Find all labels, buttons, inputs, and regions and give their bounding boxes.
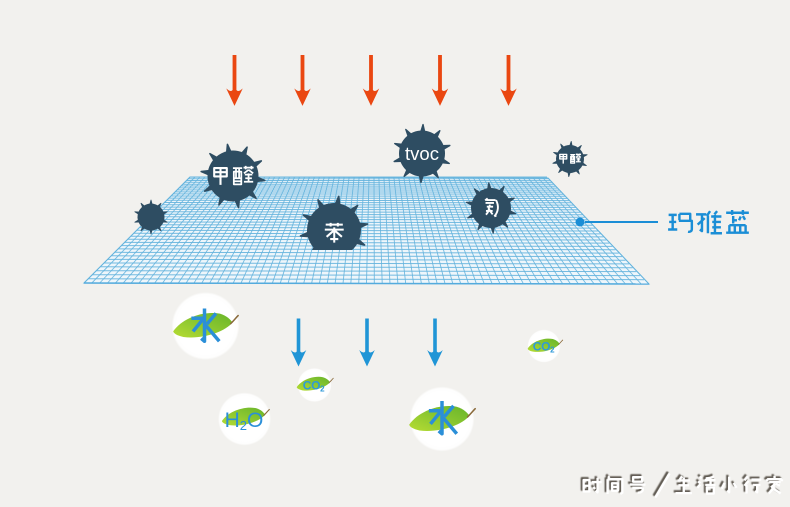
svg-text:CO2: CO2 (303, 379, 325, 394)
svg-text:tvoc: tvoc (405, 143, 439, 164)
svg-text:H2O: H2O (225, 409, 264, 433)
svg-text:CO2: CO2 (533, 340, 555, 355)
